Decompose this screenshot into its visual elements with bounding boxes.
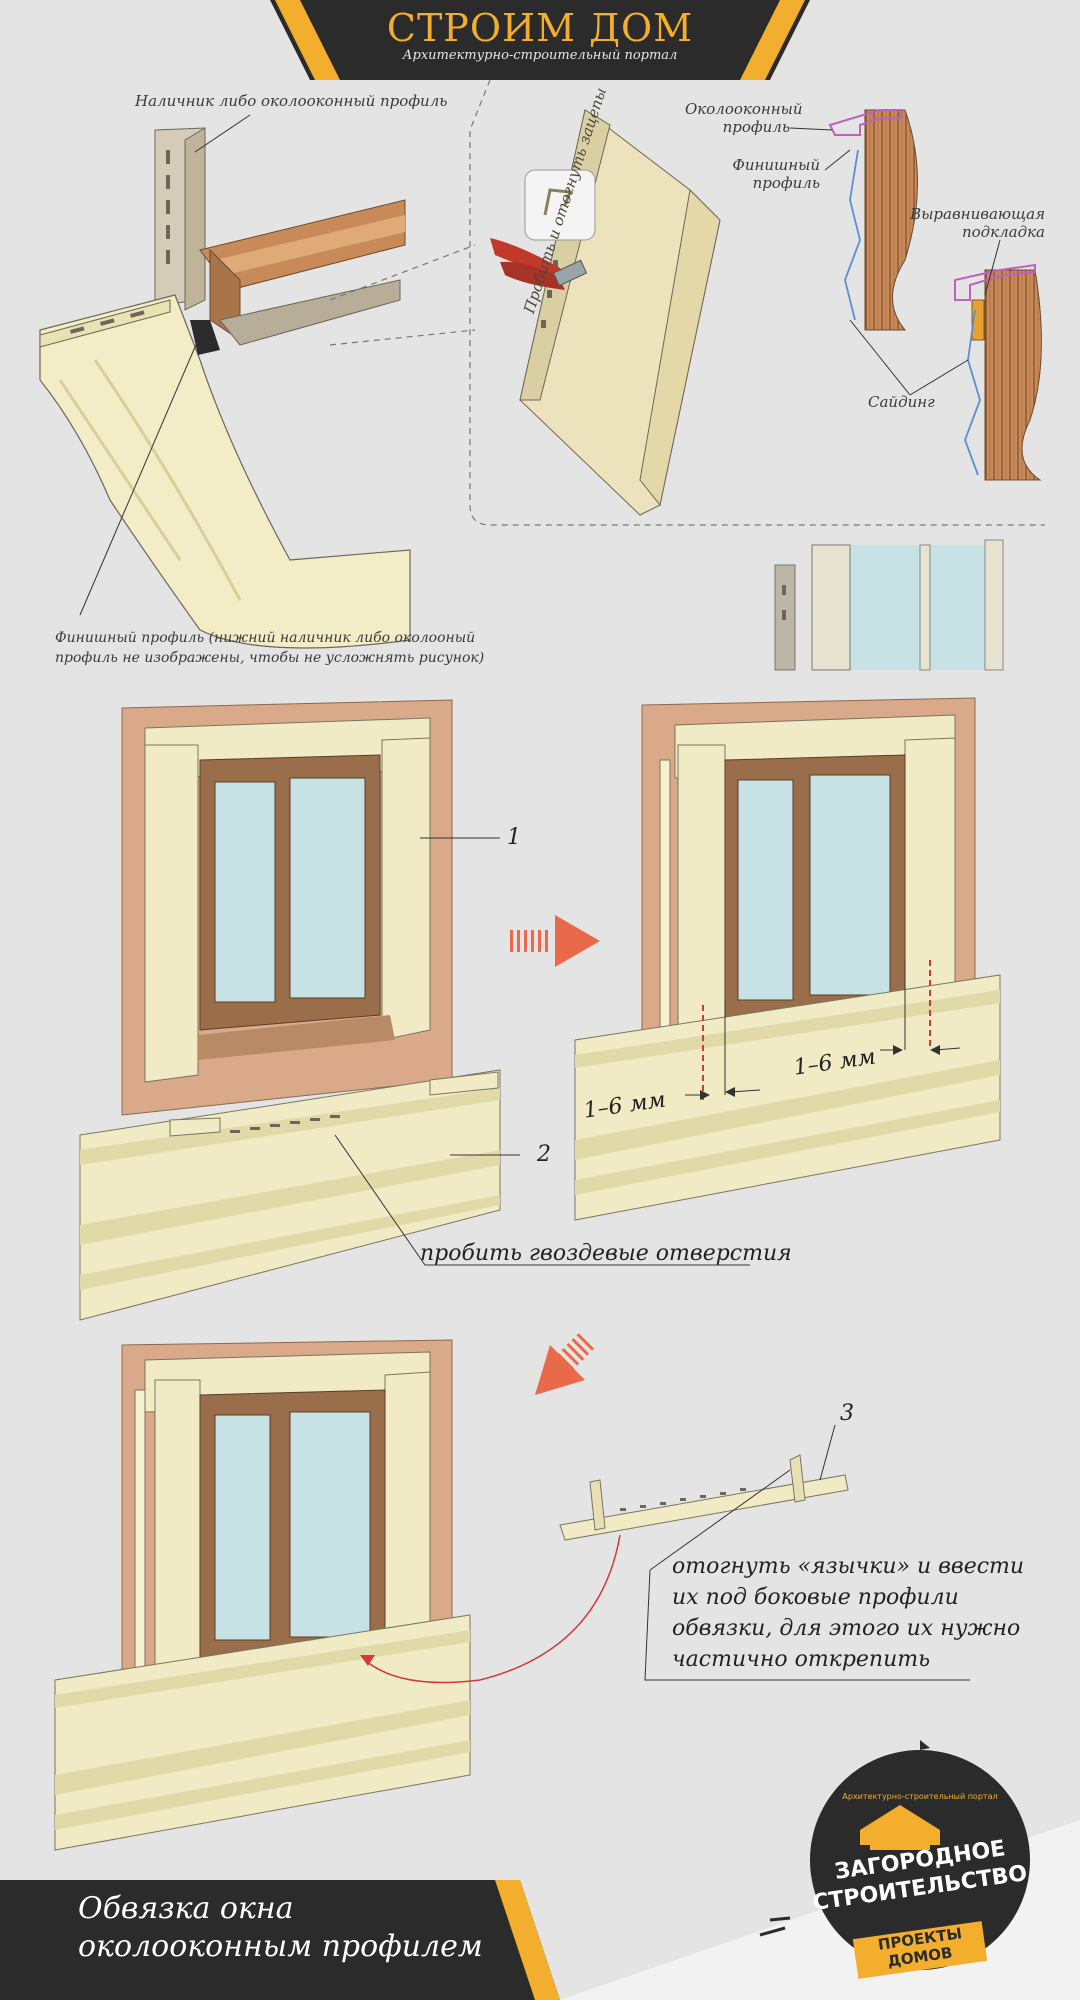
instruction-line-1: отогнуть «язычки» и ввести (672, 1554, 1025, 1579)
instruction-line-2: их под боковые профили (672, 1585, 959, 1610)
label-siding: Сайдинг (868, 393, 935, 411)
brand-logo (759, 1740, 1030, 1979)
label-num-2: 2 (537, 1142, 551, 1167)
header-banner (270, 0, 810, 80)
label-nail-holes: пробить гвоздевые отверстия (420, 1241, 792, 1266)
arrow-right (510, 915, 600, 967)
instruction-line-4: частично открепить (672, 1647, 931, 1672)
label-window-profile-1: Околооконный (685, 100, 803, 118)
site-title: СТРОИМ ДОМ (386, 6, 694, 50)
label-casing: Наличник либо околооконный профиль (135, 92, 448, 110)
instruction-line-3: обвязки, для этого их нужно (672, 1616, 1021, 1641)
arrow-down-left (535, 1333, 595, 1395)
label-shim-1: Выравнивающая (910, 205, 1045, 223)
footer-banner (0, 1880, 560, 2000)
label-finish-note-1: Финишный профиль (нижний наличник либо о… (55, 630, 476, 646)
footer-line-1: Обвязка окна (78, 1891, 294, 1926)
label-num-1: 1 (507, 825, 521, 850)
footer-line-2: околооконным профилем (78, 1929, 483, 1965)
detail-callout-frame (329, 79, 1045, 526)
site-subtitle: Архитектурно-строительный портал (402, 48, 678, 63)
step1-window (121, 699, 500, 1116)
label-shim-2: подкладка (961, 223, 1045, 241)
label-finish-profile-2: профиль (752, 174, 820, 192)
corner-detail-illustration (39, 114, 411, 649)
step3-window (54, 1339, 621, 1851)
punch-panel-illustration (490, 109, 721, 516)
window-preview-strip (774, 539, 1004, 671)
step1-siding-panel (79, 1069, 750, 1321)
footer-title: Обвязка окна околооконным профилем (78, 1890, 483, 1967)
step2-window (574, 697, 1001, 1221)
cross-section-illustration (789, 109, 1042, 481)
step3-strip (559, 1424, 970, 1681)
badge-ring-text: Архитектурно-строительный портал (842, 1792, 998, 1801)
label-window-profile-2: профиль (722, 118, 790, 136)
label-finish-profile-1: Финишный (732, 156, 820, 174)
label-num-3: 3 (840, 1401, 854, 1426)
label-finish-note-2: профиль не изображены, чтобы не усложнят… (55, 650, 485, 666)
